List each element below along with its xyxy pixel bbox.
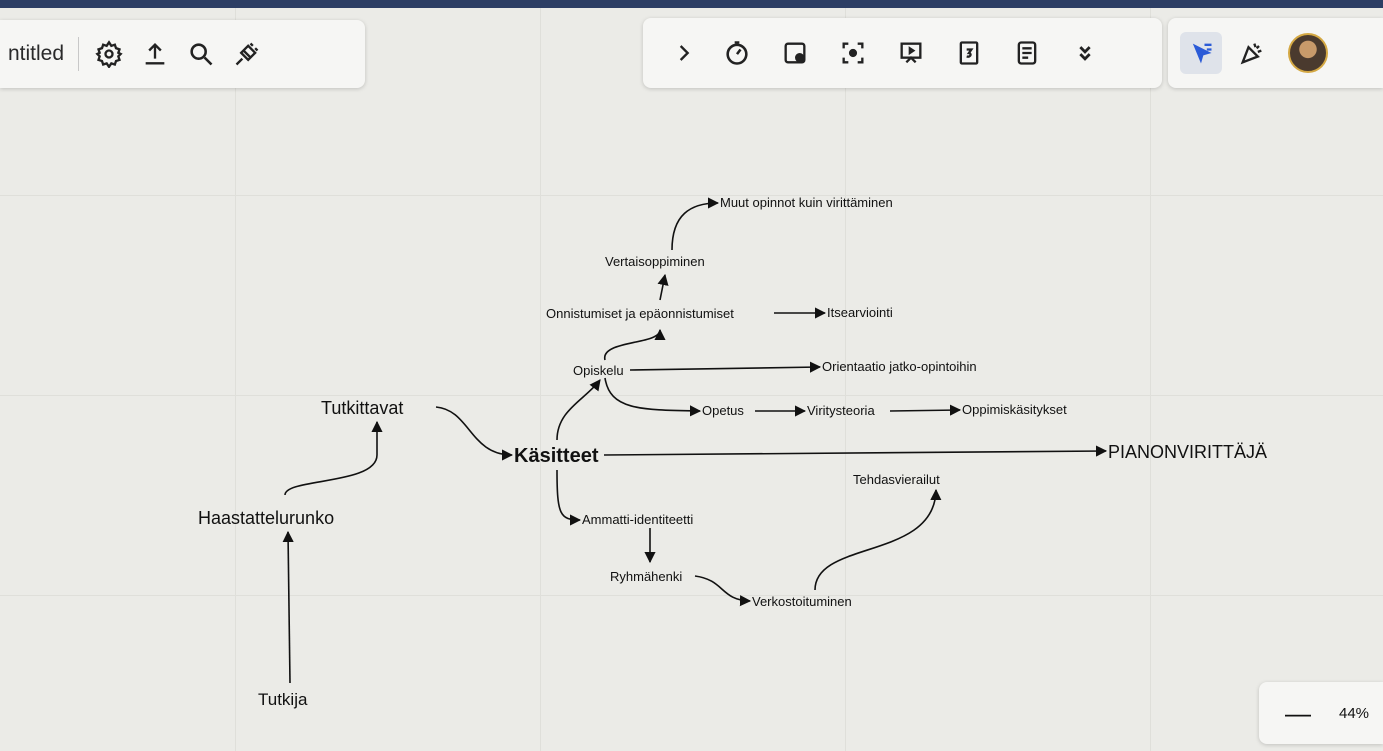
board-title[interactable]: ntitled [8,42,65,65]
node-kasitteet[interactable]: Käsitteet [514,445,599,467]
avatar[interactable] [1288,33,1328,73]
search-icon[interactable] [185,38,217,70]
toolbar-divider [78,37,80,71]
node-onnistumiset[interactable]: Onnistumiset ja epäonnistumiset [546,306,734,321]
node-oppimiskasitykset[interactable]: Oppimiskäsitykset [962,402,1067,417]
focus-icon[interactable] [837,37,869,69]
node-viritysteoria[interactable]: Viritysteoria [807,403,875,418]
node-pianonvirittaja[interactable]: PIANONVIRITTÄJÄ [1108,442,1267,462]
node-opetus[interactable]: Opetus [702,403,744,418]
notes-icon[interactable] [1011,37,1043,69]
node-vertaisoppiminen[interactable]: Vertaisoppiminen [605,254,705,269]
tools-toolbar [643,18,1162,88]
node-muut-opinnot[interactable]: Muut opinnot kuin virittäminen [720,195,893,210]
zoom-level[interactable]: 44% [1339,704,1370,722]
node-ammatti-identiteetti[interactable]: Ammatti-identiteetti [582,512,693,527]
sticky-note-icon[interactable] [779,37,811,69]
node-opiskelu[interactable]: Opiskelu [573,363,624,378]
node-tutkija[interactable]: Tutkija [258,690,308,709]
node-orientaatio[interactable]: Orientaatio jatko-opintoihin [822,359,977,374]
plug-icon[interactable] [231,38,263,70]
node-tutkittavat[interactable]: Tutkittavat [321,398,403,418]
collab-toolbar [1168,18,1383,88]
diagram-connectors [282,197,1108,684]
gear-icon[interactable] [93,38,125,70]
node-ryhmahenki[interactable]: Ryhmähenki [610,569,682,584]
number-box-icon[interactable] [953,37,985,69]
window-top-edge [0,0,1383,8]
zoom-out-button[interactable]: — [1285,697,1311,728]
party-popper-icon[interactable] [1236,37,1268,69]
select-cursor-icon[interactable] [1180,32,1222,74]
zoom-control: — 44% [1259,682,1383,744]
expand-more-icon[interactable] [1069,37,1101,69]
node-tehdasvierailut[interactable]: Tehdasvierailut [853,472,940,487]
node-verkostoituminen[interactable]: Verkostoituminen [752,594,852,609]
chevron-right-icon[interactable] [667,37,699,69]
timer-icon[interactable] [721,37,753,69]
node-itsearviointi[interactable]: Itsearviointi [827,305,893,320]
present-icon[interactable] [895,37,927,69]
board-toolbar: ntitled [0,20,365,88]
upload-icon[interactable] [139,38,171,70]
node-haastattelurunko[interactable]: Haastattelurunko [198,508,334,528]
